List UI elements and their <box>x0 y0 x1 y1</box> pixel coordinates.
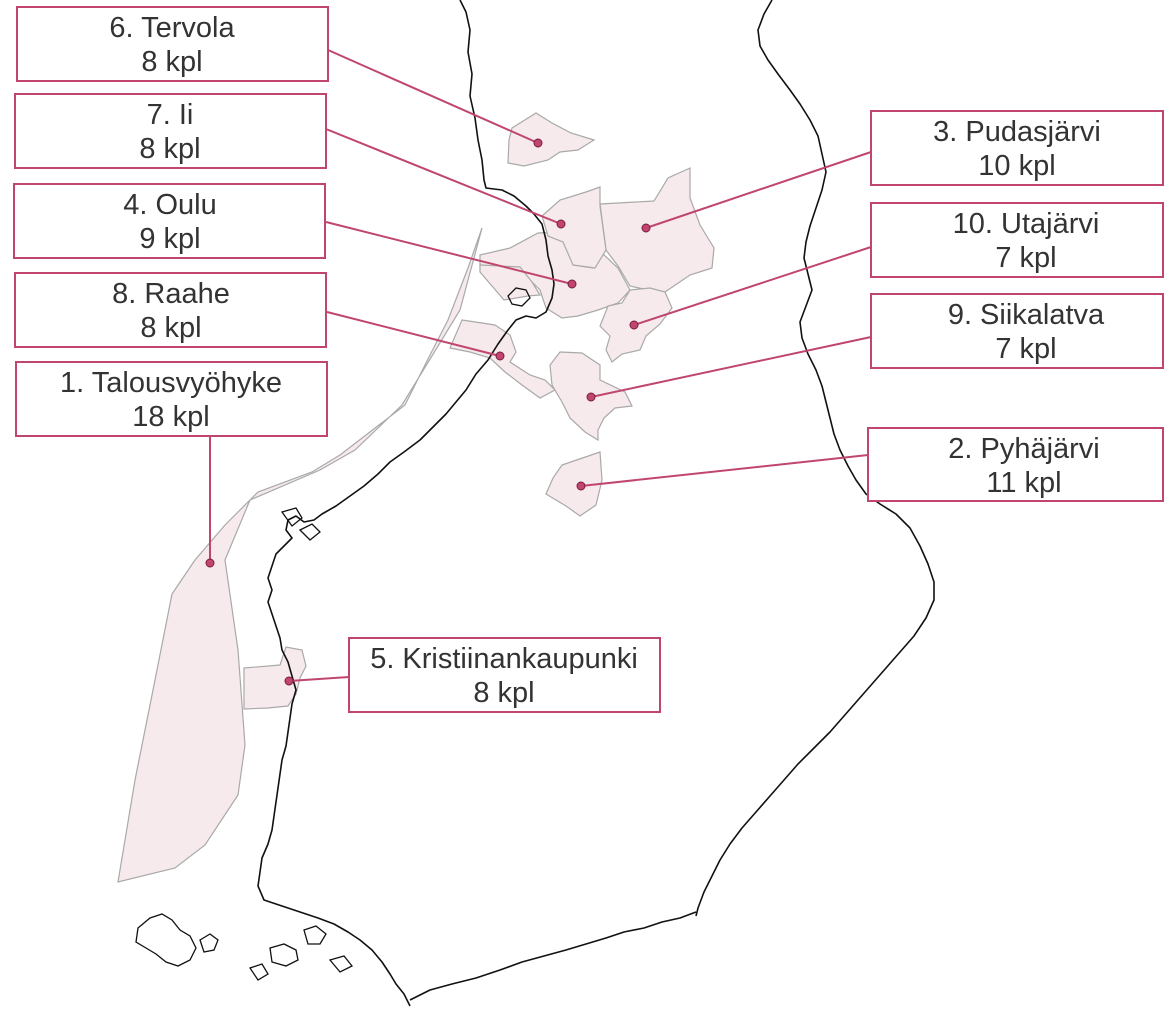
label-count-utajarvi: 7 kpl <box>995 242 1056 274</box>
label-count-talousvyohyke: 18 kpl <box>132 401 209 433</box>
archipelago-turku-2 <box>303 925 327 945</box>
leader-pyhajarvi <box>580 454 869 487</box>
label-ii[interactable]: 7. Ii 8 kpl <box>14 93 327 169</box>
label-box-oulu <box>13 183 326 259</box>
archipelago-turku-3 <box>248 963 269 981</box>
island-hailuoto <box>507 287 531 307</box>
label-count-oulu: 9 kpl <box>139 223 200 255</box>
leader-oulu <box>325 221 573 285</box>
archipelago-ostrobothnia <box>280 507 303 527</box>
leader-utajarvi <box>633 246 872 326</box>
label-box-pyhajarvi <box>867 427 1164 502</box>
label-layer: 6. Tervola 8 kpl 7. Ii 8 kpl 4. Oulu 9 k… <box>13 6 1164 713</box>
marker-pyhajarvi[interactable] <box>576 481 586 491</box>
south-coast <box>409 911 697 1001</box>
label-box-utajarvi <box>870 202 1164 278</box>
coastline-layer <box>135 0 935 1007</box>
label-name-pyhajarvi: 2. Pyhäjärvi <box>948 433 1100 465</box>
label-count-pyhajarvi: 11 kpl <box>986 467 1061 499</box>
label-box-tervola <box>16 6 329 82</box>
label-name-ii: 7. Ii <box>147 99 194 131</box>
archipelago-aland-east <box>199 933 219 953</box>
leader-kristiinankaupunki <box>288 676 350 682</box>
marker-talousvyohyke[interactable] <box>205 558 215 568</box>
marker-utajarvi[interactable] <box>629 320 639 330</box>
region-oulu-inlet[interactable] <box>479 264 542 301</box>
region-tervola[interactable] <box>507 112 596 167</box>
leader-tervola <box>327 49 539 144</box>
marker-siikalatva[interactable] <box>586 392 596 402</box>
label-name-tervola: 6. Tervola <box>109 12 235 44</box>
marker-pudasjarvi[interactable] <box>641 223 651 233</box>
marker-ii[interactable] <box>556 219 566 229</box>
label-box-siikalatva <box>870 293 1164 369</box>
marker-raahe[interactable] <box>495 351 505 361</box>
label-kristiinankaupunki[interactable]: 5. Kristiinankaupunki 8 kpl <box>348 637 661 713</box>
leader-pudasjarvi <box>645 151 872 229</box>
label-pudasjarvi[interactable]: 3. Pudasjärvi 10 kpl <box>870 110 1164 186</box>
label-name-talousvyohyke: 1. Talousvyöhyke <box>60 367 282 399</box>
archipelago-turku-4 <box>328 955 354 973</box>
label-count-siikalatva: 7 kpl <box>995 333 1056 365</box>
west-border-and-coast <box>257 0 555 1007</box>
label-oulu[interactable]: 4. Oulu 9 kpl <box>13 183 326 259</box>
label-name-siikalatva: 9. Siikalatva <box>948 299 1105 331</box>
marker-kristiinankaupunki[interactable] <box>284 676 294 686</box>
region-talousvyohyke[interactable] <box>117 227 483 883</box>
label-box-kristiinankaupunki <box>348 637 661 713</box>
east-border <box>695 0 935 917</box>
archipelago-aland <box>135 913 197 967</box>
leader-layer <box>205 49 872 686</box>
label-utajarvi[interactable]: 10. Utajärvi 7 kpl <box>870 202 1164 278</box>
label-raahe[interactable]: 8. Raahe 8 kpl <box>14 272 327 348</box>
label-box-talousvyohyke <box>15 361 328 437</box>
archipelago-vaasa <box>298 523 321 541</box>
label-talousvyohyke[interactable]: 1. Talousvyöhyke 18 kpl <box>15 361 328 437</box>
region-ii[interactable] <box>541 186 607 269</box>
label-count-tervola: 8 kpl <box>141 46 202 78</box>
label-box-ii <box>14 93 327 169</box>
label-name-oulu: 4. Oulu <box>123 189 217 221</box>
label-name-raahe: 8. Raahe <box>112 278 230 310</box>
leader-siikalatva <box>590 336 872 398</box>
leader-ii <box>325 128 562 225</box>
region-kristiinankaupunki[interactable] <box>243 646 307 710</box>
label-count-kristiinankaupunki: 8 kpl <box>473 677 534 709</box>
region-pudasjarvi[interactable] <box>599 167 715 293</box>
label-name-kristiinankaupunki: 5. Kristiinankaupunki <box>370 643 638 675</box>
archipelago-turku-1 <box>269 943 299 967</box>
region-pyhajarvi[interactable] <box>545 451 603 517</box>
label-count-ii: 8 kpl <box>139 133 200 165</box>
label-name-pudasjarvi: 3. Pudasjärvi <box>933 116 1101 148</box>
leader-raahe <box>326 311 501 357</box>
label-siikalatva[interactable]: 9. Siikalatva 7 kpl <box>870 293 1164 369</box>
label-box-raahe <box>14 272 327 348</box>
label-name-utajarvi: 10. Utajärvi <box>953 208 1100 240</box>
label-tervola[interactable]: 6. Tervola 8 kpl <box>16 6 329 82</box>
marker-tervola[interactable] <box>533 138 543 148</box>
marker-oulu[interactable] <box>567 279 577 289</box>
label-count-pudasjarvi: 10 kpl <box>978 150 1055 182</box>
label-count-raahe: 8 kpl <box>140 312 201 344</box>
label-box-pudasjarvi <box>870 110 1164 186</box>
label-pyhajarvi[interactable]: 2. Pyhäjärvi 11 kpl <box>867 427 1164 502</box>
